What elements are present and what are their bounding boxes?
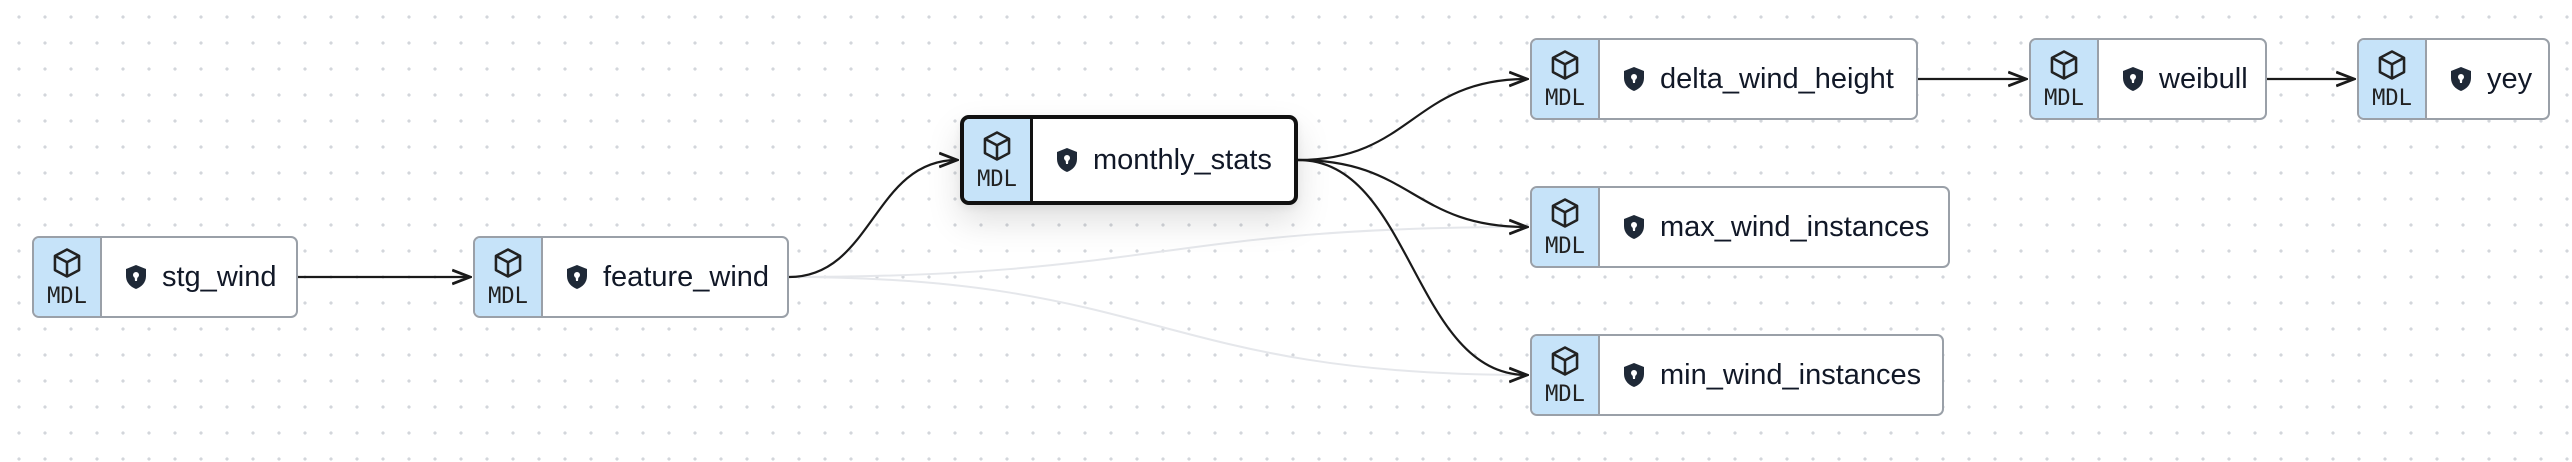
edge-monthly-stats-to-delta-wind-height	[1297, 79, 1527, 162]
model-type-badge: MDL	[964, 119, 1033, 201]
shield-icon	[2121, 66, 2145, 92]
cube-icon	[1548, 48, 1582, 82]
model-node-stg-wind[interactable]: MDL stg_wind	[32, 236, 298, 318]
cube-icon	[980, 129, 1014, 163]
model-type-badge: MDL	[1532, 336, 1600, 414]
node-content: min_wind_instances	[1600, 336, 1942, 414]
edge-monthly-stats-to-max-wind-instances	[1297, 158, 1527, 227]
node-content: yey	[2427, 40, 2548, 118]
badge-label: MDL	[488, 284, 528, 309]
node-name: yey	[2487, 62, 2533, 95]
cube-icon	[2375, 48, 2409, 82]
model-type-badge: MDL	[1532, 188, 1600, 266]
model-node-weibull[interactable]: MDL weibull	[2029, 38, 2267, 120]
shield-icon	[124, 264, 148, 290]
badge-label: MDL	[1545, 86, 1585, 111]
edge-feature-wind-to-max-wind-instances	[788, 227, 1527, 278]
node-content: stg_wind	[102, 238, 296, 316]
badge-label: MDL	[2372, 86, 2412, 111]
badge-label: MDL	[1545, 382, 1585, 407]
model-type-badge: MDL	[475, 238, 543, 316]
cube-icon	[491, 246, 525, 280]
node-name: feature_wind	[603, 260, 770, 293]
model-type-badge: MDL	[2359, 40, 2427, 118]
shield-icon	[1055, 147, 1079, 173]
model-node-yey[interactable]: MDL yey	[2357, 38, 2550, 120]
model-node-min-wind-instances[interactable]: MDL min_wind_instances	[1530, 334, 1944, 416]
node-content: max_wind_instances	[1600, 188, 1948, 266]
node-name: max_wind_instances	[1660, 210, 1930, 243]
node-content: delta_wind_height	[1600, 40, 1916, 118]
shield-icon	[1622, 66, 1646, 92]
edge-monthly-stats-to-min-wind-instances	[1297, 158, 1527, 375]
cube-icon	[1548, 344, 1582, 378]
badge-label: MDL	[47, 284, 87, 309]
shield-icon	[1622, 214, 1646, 240]
node-name: min_wind_instances	[1660, 358, 1922, 391]
badge-label: MDL	[2044, 86, 2084, 111]
badge-label: MDL	[1545, 234, 1585, 259]
model-node-monthly-stats[interactable]: MDL monthly_stats	[960, 115, 1298, 205]
node-content: feature_wind	[543, 238, 787, 316]
badge-label: MDL	[977, 167, 1017, 192]
model-type-badge: MDL	[2031, 40, 2099, 118]
model-node-max-wind-instances[interactable]: MDL max_wind_instances	[1530, 186, 1950, 268]
node-content: weibull	[2099, 40, 2265, 118]
shield-icon	[2449, 66, 2473, 92]
model-type-badge: MDL	[34, 238, 102, 316]
node-name: weibull	[2159, 62, 2248, 95]
cube-icon	[50, 246, 84, 280]
node-content: monthly_stats	[1033, 119, 1294, 201]
node-name: stg_wind	[162, 260, 277, 293]
node-name: monthly_stats	[1093, 143, 1272, 176]
edge-feature-wind-to-monthly-stats	[788, 160, 957, 279]
edge-feature-wind-to-min-wind-instances	[788, 276, 1527, 375]
model-type-badge: MDL	[1532, 40, 1600, 118]
model-node-delta-wind-height[interactable]: MDL delta_wind_height	[1530, 38, 1918, 120]
model-node-feature-wind[interactable]: MDL feature_wind	[473, 236, 789, 318]
cube-icon	[1548, 196, 1582, 230]
shield-icon	[1622, 362, 1646, 388]
node-name: delta_wind_height	[1660, 62, 1894, 95]
shield-icon	[565, 264, 589, 290]
cube-icon	[2047, 48, 2081, 82]
